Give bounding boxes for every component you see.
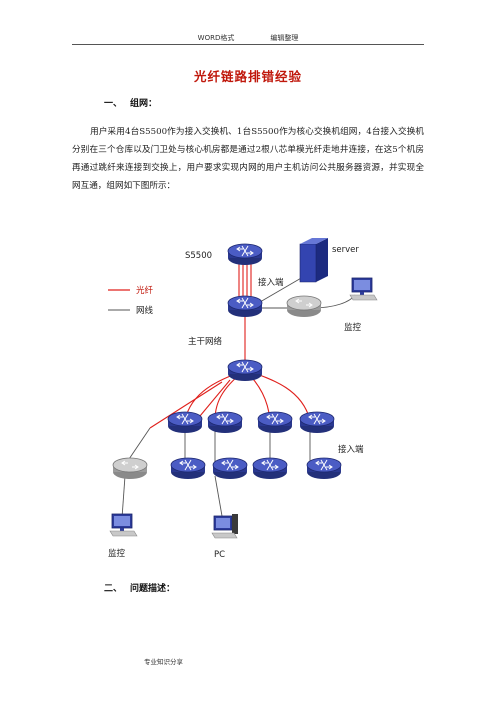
edge-switch-4-icon bbox=[306, 457, 342, 480]
edge-switch-3-icon bbox=[252, 457, 288, 480]
monitor-switch-bottom-icon bbox=[112, 457, 148, 480]
monitor-bottom-icon bbox=[109, 513, 138, 537]
edge-switch-2-icon bbox=[212, 457, 248, 480]
label-s5500: S5500 bbox=[185, 251, 212, 261]
server-icon bbox=[299, 238, 328, 283]
label-monitor-bottom: 监控 bbox=[108, 548, 126, 559]
legend-fiber-label: 光纤 bbox=[136, 285, 154, 296]
section-1-label: 组网： bbox=[130, 99, 158, 109]
access-switch-2-icon bbox=[207, 411, 243, 434]
access-switch-4-icon bbox=[299, 411, 335, 434]
monitor-switch-top-icon bbox=[286, 295, 322, 318]
label-access-top: 接入端 bbox=[258, 277, 284, 288]
backbone-switch-icon bbox=[227, 359, 263, 382]
header-left: WORD格式 bbox=[197, 34, 235, 42]
access-switch-3-icon bbox=[257, 411, 293, 434]
label-pc: PC bbox=[214, 550, 225, 560]
section-heading-1: 一、组网： bbox=[104, 96, 157, 109]
network-topology-diagram: S5500 server 接入端 主干网络 监控 接入端 监控 PC 光纤 网线 bbox=[108, 238, 378, 560]
edge-switch-1-icon bbox=[170, 457, 206, 480]
section-heading-2: 二、问题描述： bbox=[104, 581, 175, 594]
label-monitor-top: 监控 bbox=[344, 322, 362, 333]
label-access-right: 接入端 bbox=[338, 444, 364, 455]
page-header: WORD格式 编辑整理 bbox=[0, 33, 496, 43]
header-rule bbox=[72, 44, 424, 45]
paragraph-text: 用户采用4台S5500作为接入交换机、1台S5500作为核心交换机组网，4台接入… bbox=[72, 127, 424, 191]
document-title: 光纤链路排错经验 bbox=[193, 69, 302, 84]
section-2-label: 问题描述： bbox=[130, 584, 176, 594]
core-switch-icon bbox=[227, 243, 263, 266]
section-1-number: 一、 bbox=[104, 99, 123, 109]
label-server: server bbox=[332, 245, 359, 255]
section-2-number: 二、 bbox=[104, 584, 123, 594]
fiber-links bbox=[149, 258, 311, 429]
label-backbone: 主干网络 bbox=[188, 336, 223, 347]
page-footer: 专业知识分享 bbox=[144, 658, 183, 666]
pc-icon bbox=[211, 514, 238, 539]
body-paragraph: 用户采用4台S5500作为接入交换机、1台S5500作为核心交换机组网，4台接入… bbox=[72, 123, 424, 195]
access-switch-1-icon bbox=[167, 411, 203, 434]
legend-cable-label: 网线 bbox=[136, 305, 154, 316]
access-switch-top-icon bbox=[227, 295, 263, 318]
monitor-top-icon bbox=[349, 277, 378, 301]
header-right: 编辑整理 bbox=[270, 34, 299, 42]
